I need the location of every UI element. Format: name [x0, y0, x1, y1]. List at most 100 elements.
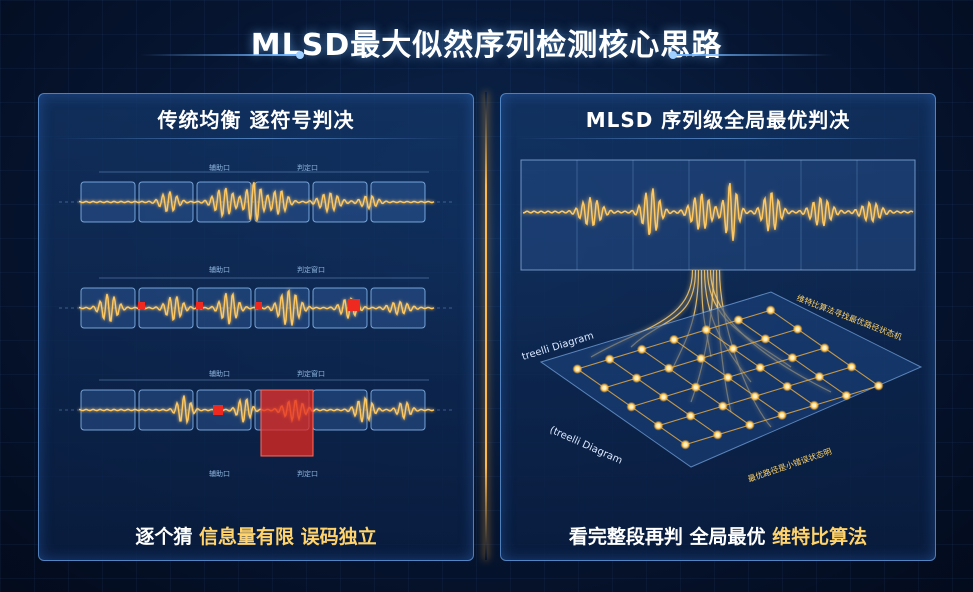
trellis-edge [685, 434, 718, 446]
trellis-edge [663, 386, 696, 398]
trellis-node-core [844, 393, 849, 398]
trellis-edge [787, 376, 820, 388]
trellis-node-core [768, 308, 773, 313]
error-marker [213, 405, 223, 415]
row2-label-left: 辅助口 [209, 265, 230, 274]
right-footer: 看完整段再判 全局最优 维特比算法 [501, 522, 935, 549]
trellis-edge [700, 358, 729, 378]
error-marker [255, 302, 262, 309]
trellis-edge [631, 396, 664, 408]
trellis-node-core [747, 423, 752, 427]
trellis-node-core [639, 347, 644, 352]
received-waveform [522, 183, 914, 241]
trellis-edge [673, 329, 707, 341]
trellis-edge [668, 357, 702, 369]
trellis-edge [695, 386, 724, 407]
trellis-label-bottom: (treelli Diagram [548, 425, 624, 467]
trellis-edge [781, 404, 815, 416]
trellis-node-core [634, 376, 639, 381]
trellis-edge [759, 367, 788, 387]
error-window [260, 389, 314, 457]
waveform [78, 395, 435, 425]
trellis-edge [738, 319, 766, 340]
error-marker [138, 302, 145, 309]
trellis-edge [577, 368, 605, 389]
right-panel: MLSD 序列级全局最优判决 treelli Diagram (treelli … [500, 93, 936, 561]
trellis-edge [717, 424, 750, 436]
row1-label-right: 判定口 [297, 163, 318, 172]
trellis-edge [695, 376, 729, 388]
trellis-grid [572, 305, 884, 450]
trellis-node-core [726, 375, 730, 380]
trellis-node-core [602, 385, 607, 390]
trellis-edge [760, 357, 793, 369]
page-title: MLSD最大似然序列检测核心思路 [250, 28, 723, 63]
panel-divider [485, 92, 487, 560]
trellis-node-core [790, 355, 795, 360]
left-footer-part1: 逐个猜 [135, 526, 199, 548]
trellis-edge [738, 309, 771, 321]
trellis-node-core [812, 403, 817, 408]
trellis-node-core [672, 337, 676, 342]
path-label-bottom: 最优路径是小错误状态明 [746, 446, 832, 484]
trellis-edge [792, 347, 825, 359]
trellis-node-core [699, 356, 703, 361]
trellis-edge [690, 405, 723, 417]
trellis-edge [749, 414, 783, 426]
trellis-node-core [629, 404, 634, 409]
trellis-edge [851, 366, 879, 387]
trellis-edge [786, 386, 815, 406]
trellis-node-core [736, 318, 741, 322]
trellis-node-core [785, 384, 790, 389]
symbol-by-symbol-diagram: 辅助口 判定口 辅助口 判定窗口 辅助口 判定窗口 辅助口 判定口 [59, 163, 453, 478]
trellis-edge [673, 339, 702, 359]
trellis-node-core [693, 385, 698, 390]
trellis-node-core [715, 432, 720, 437]
trellis-node-core [758, 365, 763, 370]
title-decoration-right [669, 51, 833, 59]
trellis-node-core [688, 413, 693, 418]
trellis-node-core [753, 394, 757, 399]
trellis-edge [824, 347, 852, 368]
trellis-edge [770, 309, 798, 330]
trellis-edge [765, 328, 798, 340]
row3-label-left: 辅助口 [209, 369, 230, 378]
trellis-node-core [849, 364, 854, 369]
error-marker [196, 302, 203, 309]
trellis-edge [706, 319, 739, 331]
trellis-node-core [795, 327, 800, 332]
trellis-edge [754, 395, 783, 416]
trellis-node-core [763, 336, 768, 341]
trellis-node-core [704, 327, 709, 332]
trellis-edge [727, 376, 756, 397]
trellis-edge [792, 357, 820, 378]
trellis-node-core [822, 346, 827, 350]
trellis-edge [722, 395, 756, 407]
trellis-edge [705, 329, 734, 350]
trellis-edge [732, 348, 761, 369]
trellis-edge [641, 348, 670, 369]
left-footer: 逐个猜 信息量有限 误码独立 [39, 522, 473, 549]
trellis-edge [733, 338, 766, 350]
trellis-edge [814, 395, 847, 406]
trellis-node-core [731, 346, 736, 351]
trellis-node-core [780, 413, 784, 418]
row1-label-left: 辅助口 [209, 163, 230, 172]
trellis-edge [690, 415, 718, 436]
trellis-edge [765, 338, 793, 359]
mlsd-trellis-diagram: treelli Diagram (treelli Diagram 维特比算法寻找… [520, 159, 923, 484]
row3-label-right: 判定窗口 [297, 369, 325, 378]
trellis-edge [577, 358, 610, 370]
trellis-node-core [661, 395, 666, 399]
left-panel-title-underline [53, 138, 459, 139]
trellis-node-core [607, 357, 612, 362]
title-decoration-left [140, 51, 304, 59]
trellis-node-core [666, 366, 671, 371]
header: MLSD最大似然序列检测核心思路 [0, 14, 973, 70]
trellis-node-core [656, 423, 661, 428]
trellis-edge [641, 339, 675, 350]
trellis-edge [604, 387, 632, 408]
trellis-node-core [575, 367, 580, 371]
trellis-edge [636, 367, 669, 379]
row2-label-right: 判定窗口 [297, 265, 325, 274]
